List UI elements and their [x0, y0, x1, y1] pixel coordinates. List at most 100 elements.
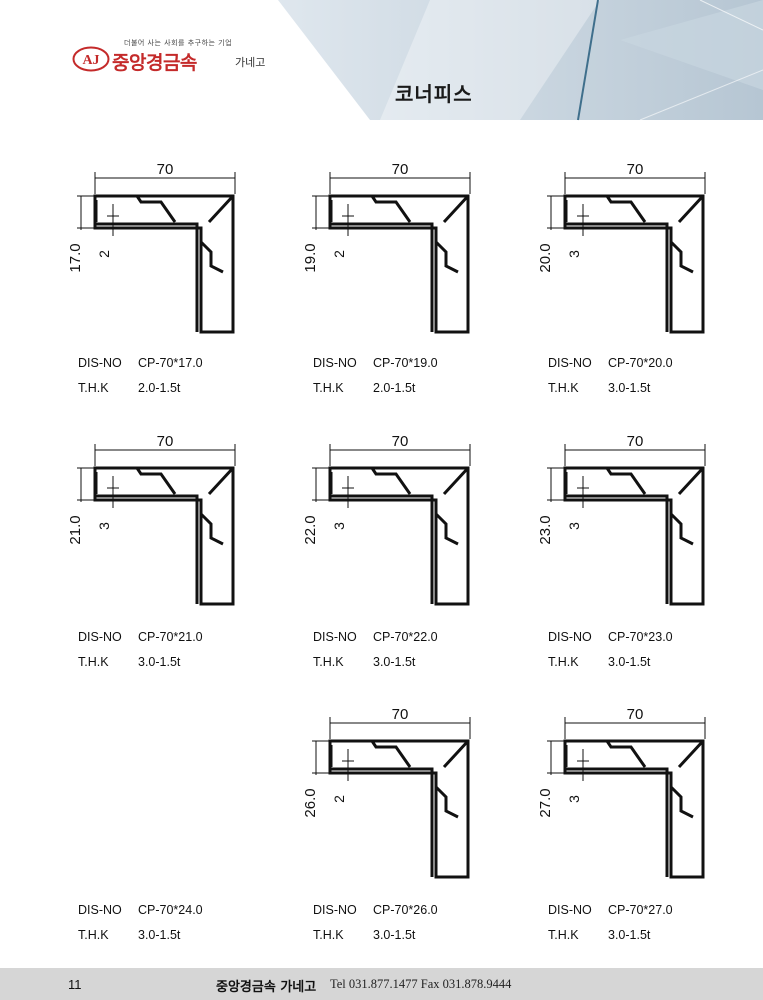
corner-piece-drawing: 70 27.0 3 [537, 706, 706, 879]
profile-inner-wall [565, 222, 669, 332]
profile-notch-top [605, 740, 647, 768]
profile-diagonal [677, 466, 705, 496]
dis-no-label: DIS-NO [313, 630, 357, 644]
logo-mark-icon: AJ [72, 46, 110, 72]
dis-no-row: DIS-NO CP-70*26.0 [313, 898, 438, 923]
thickness-label: 3 [566, 522, 582, 530]
thickness-label: 3 [566, 795, 582, 803]
thk-row: T.H.K 3.0-1.5t [78, 650, 203, 675]
height-label: 17.0 [67, 243, 84, 272]
profile-notch-side [434, 785, 459, 819]
dis-no-label: DIS-NO [313, 356, 357, 370]
profile-notch-side [669, 512, 694, 546]
dis-no-value: CP-70*17.0 [138, 356, 203, 370]
profile-notch-side [199, 240, 224, 274]
corner-piece-drawing: 70 17.0 2 [67, 161, 236, 334]
width-label: 70 [627, 706, 644, 723]
thk-row: T.H.K 3.0-1.5t [548, 650, 673, 675]
profile-inner-wall [330, 222, 434, 332]
height-label: 26.0 [302, 788, 319, 817]
thk-value: 3.0-1.5t [138, 655, 181, 669]
dis-no-row: DIS-NO CP-70*19.0 [313, 351, 438, 376]
dis-no-row: DIS-NO CP-70*22.0 [313, 625, 438, 650]
thk-value: 3.0-1.5t [608, 655, 651, 669]
dis-no-row: DIS-NO CP-70*27.0 [548, 898, 673, 923]
company-logo: AJ 더불어 사는 사회를 추구하는 기업 중앙경금속 가네고 [72, 38, 292, 78]
width-label: 70 [157, 161, 174, 178]
header-banner [278, 0, 763, 121]
dis-no-label: DIS-NO [78, 903, 122, 917]
height-label: 27.0 [537, 788, 554, 817]
dis-no-label: DIS-NO [548, 356, 592, 370]
corner-piece-drawing: 70 20.0 3 [537, 161, 706, 334]
logo-company-name: 중앙경금속 [112, 52, 197, 74]
width-label: 70 [392, 161, 409, 178]
height-label: 20.0 [537, 243, 554, 272]
profile-notch-side [434, 512, 459, 546]
thk-value: 2.0-1.5t [373, 381, 416, 395]
thk-row: T.H.K 3.0-1.5t [548, 923, 673, 948]
dis-no-value: CP-70*24.0 [138, 903, 203, 917]
profile-notch-top [370, 740, 412, 768]
dis-no-label: DIS-NO [548, 903, 592, 917]
profile-notch-top [135, 195, 177, 223]
thk-value: 3.0-1.5t [608, 381, 651, 395]
thk-label: T.H.K [548, 655, 579, 669]
width-label: 70 [392, 706, 409, 723]
thk-label: T.H.K [548, 928, 579, 942]
thk-label: T.H.K [548, 381, 579, 395]
dis-no-value: CP-70*26.0 [373, 903, 438, 917]
profile-diagonal [207, 194, 235, 224]
thk-label: T.H.K [78, 655, 109, 669]
dis-no-label: DIS-NO [548, 630, 592, 644]
thickness-label: 2 [96, 250, 112, 258]
width-label: 70 [627, 161, 644, 178]
width-label: 70 [157, 433, 174, 450]
profile-diagonal [677, 194, 705, 224]
dis-no-label: DIS-NO [313, 903, 357, 917]
footer-contact: Tel 031.877.1477 Fax 031.878.9444 [330, 977, 512, 991]
thk-value: 3.0-1.5t [608, 928, 651, 942]
profile-inner-wall [565, 767, 669, 877]
profile-notch-top [370, 195, 412, 223]
profile-diagonal [442, 466, 470, 496]
thk-value: 3.0-1.5t [373, 655, 416, 669]
dis-no-value: CP-70*19.0 [373, 356, 438, 370]
profile-notch-top [370, 467, 412, 495]
page-title: 코너피스 [395, 82, 473, 106]
thickness-label: 3 [566, 250, 582, 258]
profile-inner-wall [330, 767, 434, 877]
profile-inner-wall [330, 494, 434, 604]
profile-notch-top [605, 195, 647, 223]
height-label: 23.0 [537, 515, 554, 544]
dis-no-value: CP-70*22.0 [373, 630, 438, 644]
profile-diagonal [442, 739, 470, 769]
corner-piece-profile: 70 20.0 3 [537, 160, 725, 345]
thk-label: T.H.K [313, 928, 344, 942]
logo-tagline: 더불어 사는 사회를 추구하는 기업 [124, 39, 233, 47]
height-label: 19.0 [302, 243, 319, 272]
dis-no-value: CP-70*27.0 [608, 903, 673, 917]
